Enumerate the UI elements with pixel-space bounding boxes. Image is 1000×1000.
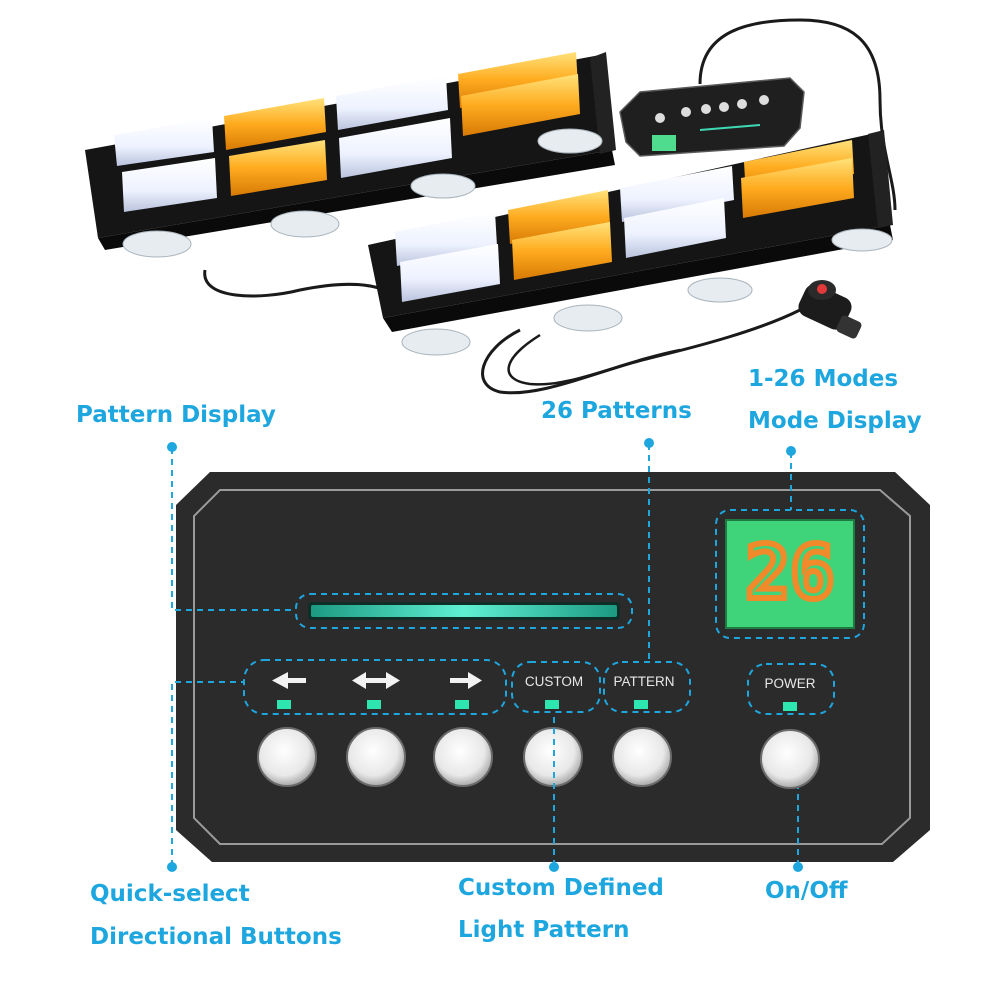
pattern-button[interactable]	[612, 727, 672, 787]
custom-callout-line1: Custom Defined	[458, 875, 664, 901]
indicator-led	[545, 700, 559, 709]
mini-button-icon	[655, 113, 665, 123]
callout-guides	[171, 444, 865, 866]
led-module-amber	[741, 158, 854, 218]
suction-cup-icon	[687, 277, 753, 303]
quick-select-callout-line1: Quick-select	[90, 881, 250, 907]
led-module-amber-upper	[224, 98, 326, 150]
indicator-led	[634, 700, 648, 709]
mini-lcd	[652, 135, 676, 151]
mini-button-icon	[681, 107, 691, 117]
suction-cup-icon	[537, 128, 603, 154]
pattern-display-bar	[308, 602, 620, 620]
cigarette-plug-icon	[798, 280, 862, 339]
power-cable	[481, 280, 862, 395]
suction-cup-icon	[122, 230, 192, 258]
modes-callout-line1: 1-26 Modes	[748, 366, 899, 392]
patterns-callout: 26 Patterns	[541, 398, 692, 424]
mini-button-icon	[719, 102, 729, 112]
led-module-white-upper	[395, 212, 497, 266]
arrow-left-right-icon	[352, 672, 400, 689]
led-module-white	[624, 198, 726, 258]
indicator-led	[277, 700, 291, 709]
quick-select-callout-line2: Directional Buttons	[90, 924, 342, 950]
light-bar-left	[85, 52, 616, 258]
control-panel: CUSTOM PATTERN POWER	[176, 472, 930, 862]
custom-callout-line2: Light Pattern	[458, 917, 630, 943]
led-module-white	[339, 118, 452, 178]
power-label: POWER	[764, 676, 815, 691]
callout-dots	[167, 438, 803, 872]
light-bar-right	[203, 130, 893, 356]
pattern-label: PATTERN	[613, 674, 674, 689]
led-module-amber-upper	[508, 190, 610, 244]
led-module-white	[122, 158, 217, 212]
modes-callout-line2: Mode Display	[748, 408, 922, 434]
mini-button-icon	[701, 104, 711, 114]
suction-cup-icon	[270, 210, 340, 238]
right-direction-button[interactable]	[433, 727, 493, 787]
indicator-led	[455, 700, 469, 709]
suction-cup-icon	[401, 328, 471, 356]
led-module-amber	[229, 140, 327, 196]
led-module-white-upper	[336, 76, 448, 130]
both-direction-button[interactable]	[346, 727, 406, 787]
led-module-white-upper	[114, 118, 214, 166]
indicator-led	[783, 702, 797, 711]
pattern-display-callout: Pattern Display	[76, 402, 276, 428]
led-module-white	[400, 244, 500, 302]
led-module-amber	[461, 74, 580, 136]
on-off-callout: On/Off	[765, 878, 848, 904]
mini-button-icon	[737, 99, 747, 109]
arrow-right-icon	[450, 672, 482, 689]
custom-label: CUSTOM	[525, 674, 583, 689]
led-module-amber	[512, 222, 612, 280]
indicator-led	[367, 700, 381, 709]
left-direction-button[interactable]	[257, 727, 317, 787]
power-button[interactable]	[760, 729, 820, 789]
suction-cup-icon	[831, 228, 893, 252]
suction-cup-icon	[410, 173, 476, 199]
mode-display-value: 26	[745, 530, 834, 616]
mode-display	[725, 519, 855, 629]
led-module-white-upper	[620, 166, 734, 222]
suction-cup-icon	[553, 304, 623, 332]
mini-button-icon	[759, 95, 769, 105]
arrow-left-icon	[272, 672, 306, 689]
